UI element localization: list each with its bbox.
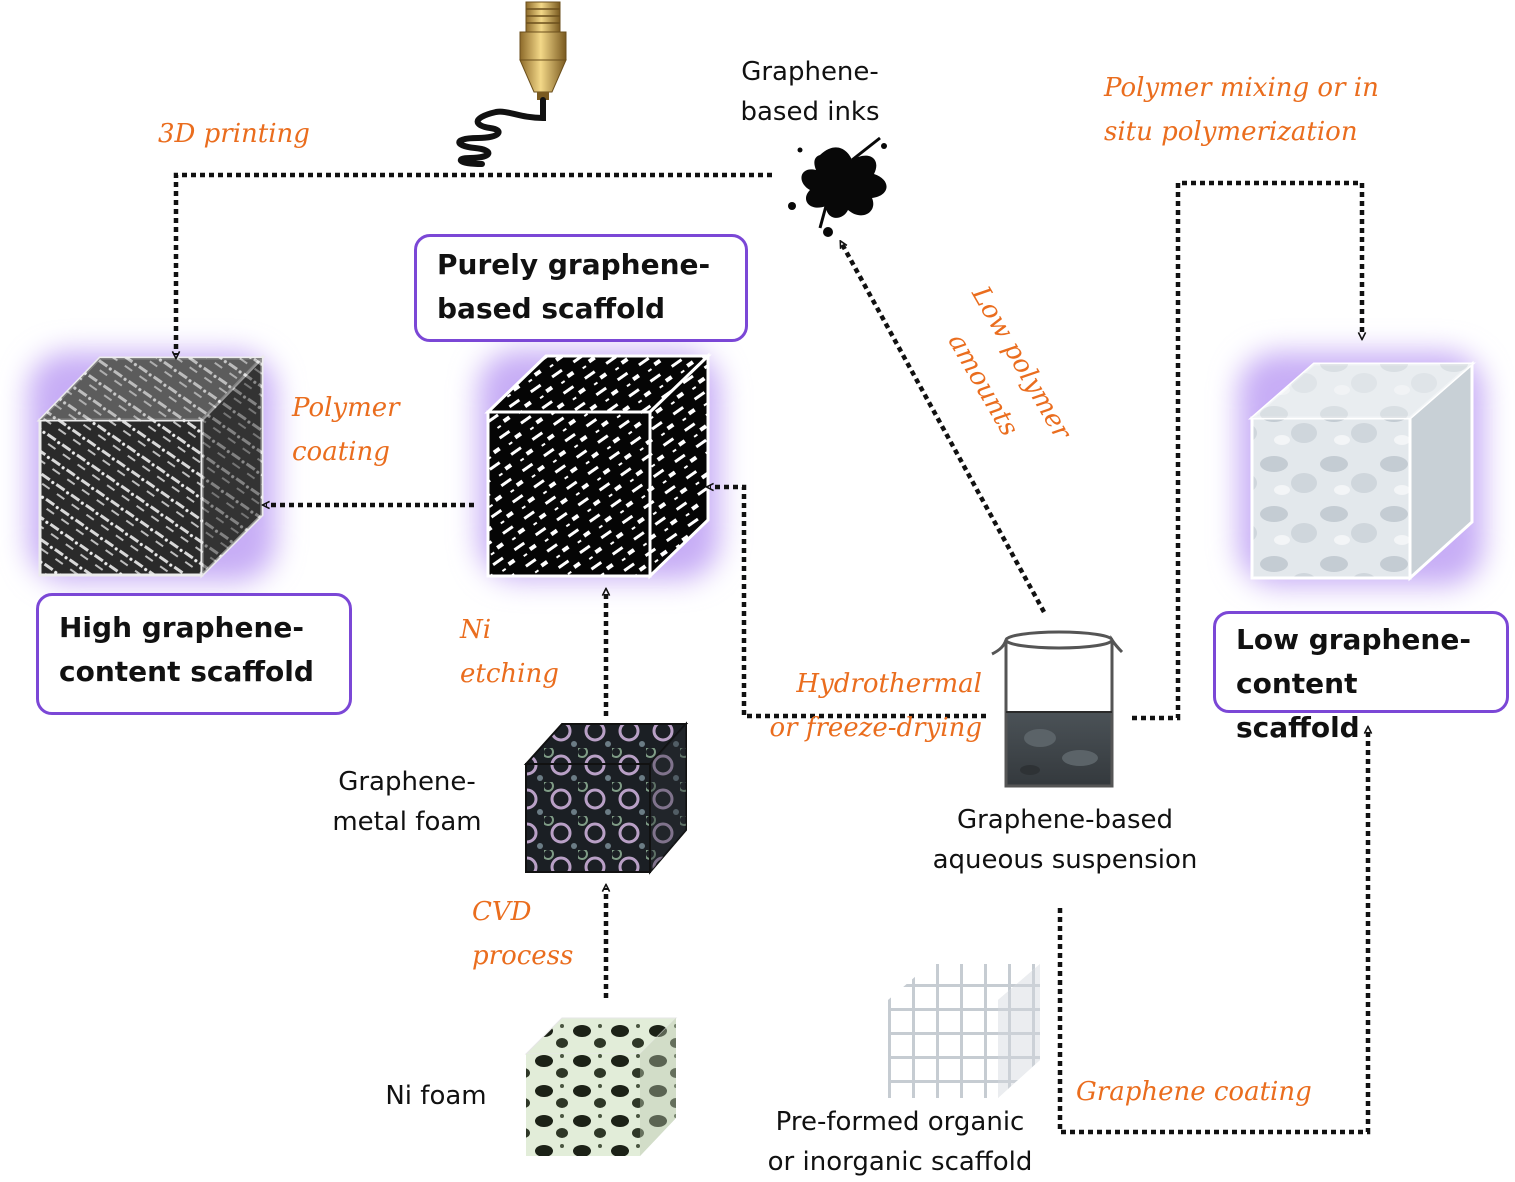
3d-printer-nozzle-icon (456, 1, 567, 167)
arrow-printing-to-high (176, 172, 772, 355)
step-ni-etching: Ni etching (460, 608, 559, 696)
hydrothermal-line-1: Hydrothermal (796, 669, 982, 699)
cvd-line-2: process (472, 941, 574, 971)
purely-graphene-scaffold-box: Purely graphene- based scaffold (414, 234, 748, 342)
preformed-label-line-2: or inorganic scaffold (767, 1147, 1033, 1177)
low-box-line-1: Low graphene- (1236, 623, 1471, 656)
high-content-scaffold-box: High graphene- content scaffold (36, 593, 352, 715)
metal-foam-label-line-2: metal foam (332, 807, 482, 837)
polymer-coating-line-2: coating (292, 437, 390, 467)
polymer-mixing-line-1: Polymer mixing or in (1104, 73, 1379, 103)
suspension-label-line-2: aqueous suspension (932, 845, 1198, 875)
polymer-mixing-line-2: situ polymerization (1104, 117, 1358, 147)
step-graphene-coating: Graphene coating (1076, 1077, 1312, 1107)
ni-foam-label: Ni foam (385, 1081, 487, 1111)
metal-foam-label-line-1: Graphene- (338, 767, 476, 797)
pure-graphene-cube (484, 352, 712, 580)
graphene-metal-foam-label: Graphene- metal foam (312, 762, 502, 842)
preformed-scaffold-cube (888, 964, 1040, 1098)
flow-connectors (176, 172, 1368, 1135)
ink-splash-icon (788, 136, 887, 237)
preformed-scaffold-label: Pre-formed organic or inorganic scaffold (750, 1102, 1050, 1182)
step-3d-printing: 3D printing (158, 119, 310, 149)
high-box-line-2: content scaffold (59, 655, 314, 688)
step-polymer-mixing: Polymer mixing or in situ polymerization (1104, 66, 1379, 154)
step-cvd-process: CVD process (472, 890, 573, 978)
pure-box-line-2: based scaffold (437, 292, 666, 325)
step-polymer-coating: Polymer coating (292, 386, 400, 474)
ni-foam-cube (524, 1017, 678, 1156)
polymer-coating-line-1: Polymer (292, 393, 400, 423)
graphene-inks-label: Graphene- based inks (720, 52, 900, 132)
suspension-label-line-1: Graphene-based (956, 805, 1174, 835)
inks-label-line-1: Graphene- (741, 57, 879, 87)
aqueous-suspension-label: Graphene-based aqueous suspension (920, 800, 1210, 880)
arrow-suspension-to-inks (842, 244, 1046, 614)
step-hydrothermal: Hydrothermal or freeze-drying (732, 662, 982, 750)
ni-etching-line-2: etching (460, 659, 559, 689)
low-content-scaffold-box: Low graphene- content scaffold (1213, 611, 1509, 744)
pure-box-line-1: Purely graphene- (437, 248, 711, 281)
preformed-label-line-1: Pre-formed organic (775, 1107, 1025, 1137)
cvd-line-1: CVD (472, 897, 532, 927)
arrow-suspension-to-low (1132, 180, 1362, 721)
ni-etching-line-1: Ni (460, 615, 492, 645)
beaker-icon (991, 630, 1124, 788)
high-box-line-1: High graphene- (59, 611, 305, 644)
low-content-cube (1247, 360, 1477, 582)
graphene-metal-foam-cube (523, 721, 689, 875)
inks-label-line-2: based inks (740, 97, 880, 127)
high-content-cube (36, 354, 266, 579)
hydrothermal-line-2: or freeze-drying (769, 713, 982, 743)
arrow-preformed-to-low (1057, 730, 1368, 1135)
low-box-line-2: content scaffold (1236, 667, 1360, 744)
arrow-suspension-to-pure (710, 487, 986, 719)
